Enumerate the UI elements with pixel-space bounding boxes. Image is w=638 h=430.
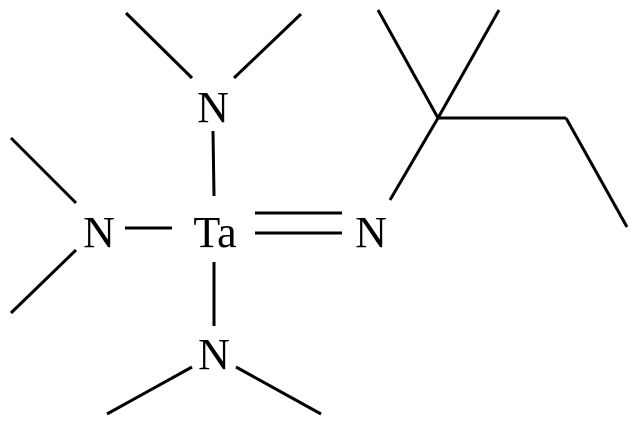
bond-top-n-ta bbox=[211, 130, 216, 197]
bond-quaternary-c-methyl-right bbox=[436, 9, 501, 119]
bond-top-n-methyl-left bbox=[124, 11, 194, 80]
bond-quaternary-c-methyl-left bbox=[376, 9, 440, 119]
atom-label-imido-n: N bbox=[355, 208, 387, 257]
bond-top-n-methyl-right bbox=[232, 12, 303, 80]
bond-bottom-n-methyl-left bbox=[106, 365, 193, 416]
atom-label-left-n: N bbox=[83, 208, 115, 257]
bond-imido-n-quaternary-c bbox=[388, 117, 440, 201]
atom-label-bottom-n: N bbox=[198, 330, 230, 379]
bond-left-n-methyl-top bbox=[9, 136, 78, 205]
atom-label-top-n: N bbox=[197, 83, 229, 132]
atom-label-ta: Ta bbox=[193, 208, 236, 257]
bond-ch2-ch3 bbox=[564, 117, 629, 228]
bond-left-n-methyl-bottom bbox=[9, 248, 78, 315]
bond-bottom-n-methyl-right bbox=[235, 365, 322, 416]
